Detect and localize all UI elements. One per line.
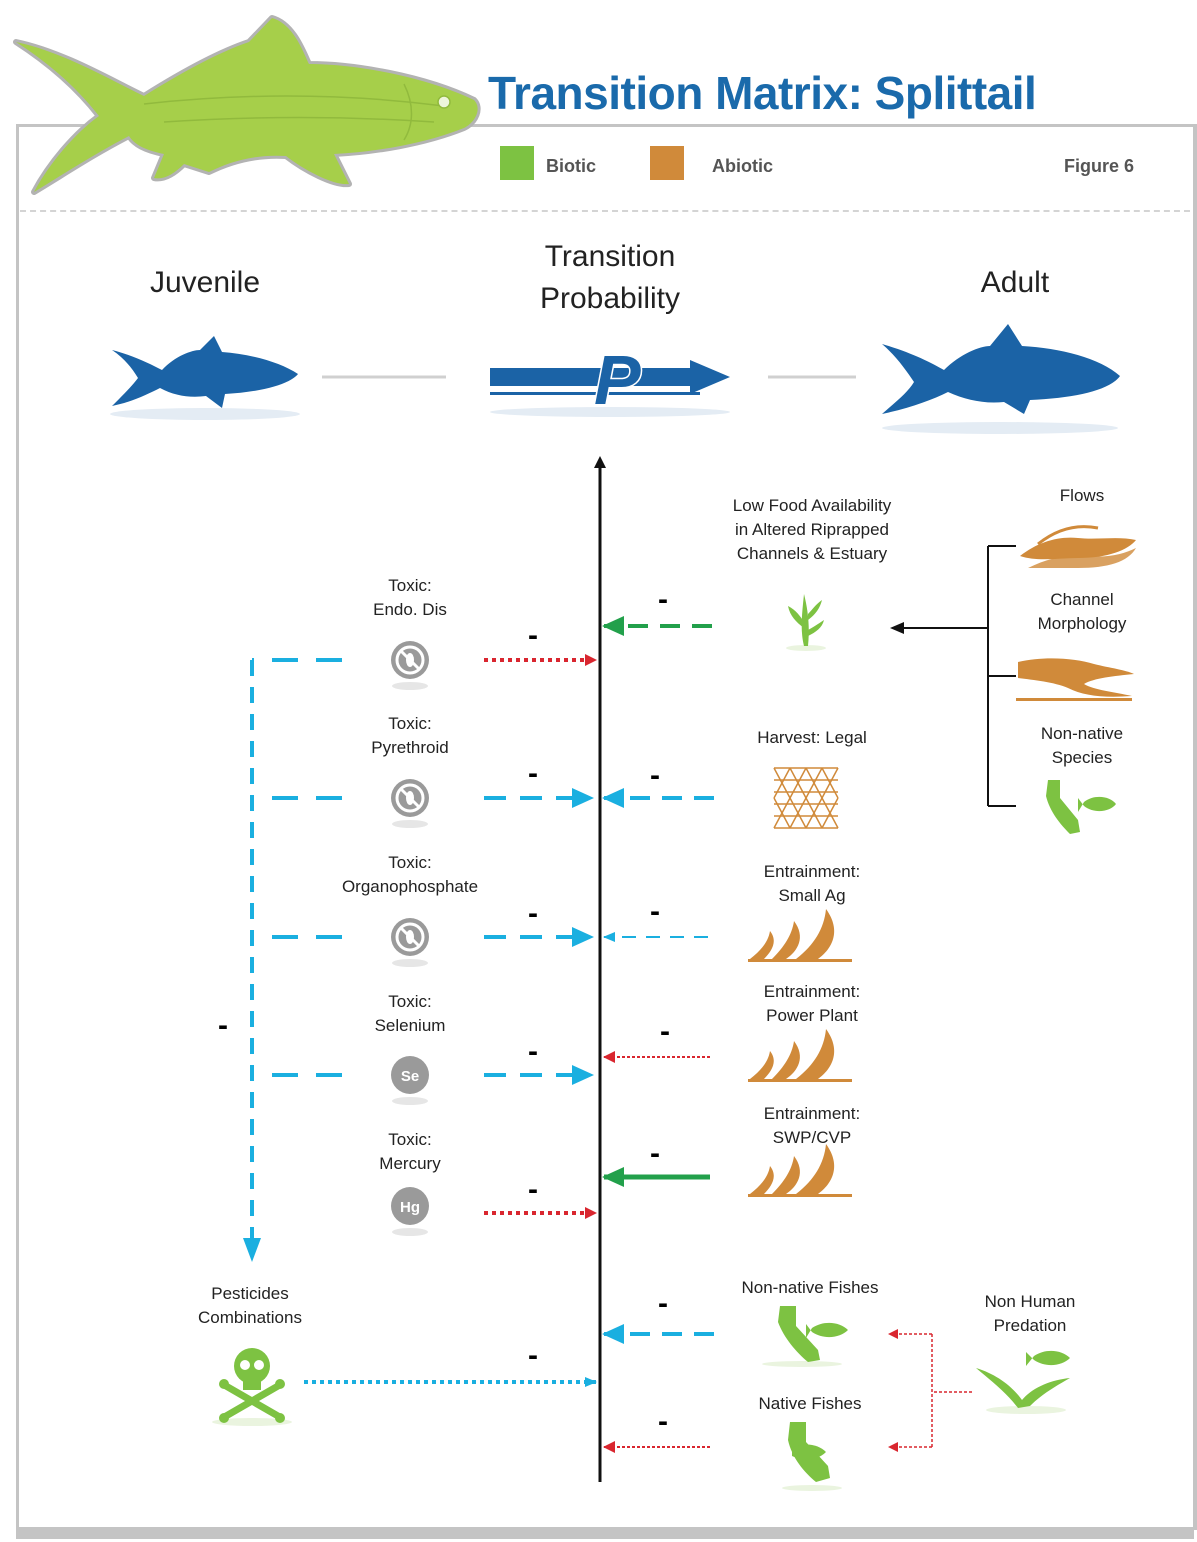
minus-sign: - — [528, 1173, 538, 1206]
minus-sign: - — [658, 1287, 668, 1320]
mercury-symbol: Hg — [400, 1199, 420, 1216]
minus-sign: - — [650, 1137, 660, 1170]
adult-fish-icon — [882, 324, 1120, 434]
pesticides-label-2: Combinations — [198, 1308, 302, 1327]
waves-icon — [748, 909, 852, 962]
legend-swatch-biotic — [500, 146, 534, 180]
nonnative-species-label-2: Species — [1051, 748, 1113, 767]
bug-prohibited-icon — [391, 779, 429, 828]
toxic-endo-label-2: Endo. Dis — [373, 600, 447, 619]
waves-icon — [748, 1029, 852, 1082]
predation-label-1: Non Human — [984, 1292, 1076, 1311]
minus-sign: - — [650, 895, 660, 928]
legend-label-biotic: Biotic — [546, 156, 597, 176]
flows-label: Flows — [1059, 486, 1105, 505]
small-ag-label-1: Entrainment: — [763, 862, 861, 881]
minus-sign: - — [660, 1015, 670, 1048]
bracket-arrowhead — [890, 622, 904, 634]
predation-arrowhead — [888, 1442, 898, 1452]
toxic-selenium-label-2: Selenium — [374, 1016, 446, 1035]
toxic-branch-lines — [252, 658, 342, 1077]
california-fish-icon — [782, 1422, 842, 1491]
channel-label-1: Channel — [1050, 590, 1114, 609]
toxic-selenium-label-1: Toxic: — [388, 992, 432, 1011]
bug-prohibited-icon — [391, 918, 429, 967]
stage-adult-label: Adult — [980, 266, 1050, 299]
far-right-bracket — [902, 545, 1016, 807]
mercury-element-icon — [391, 1187, 429, 1236]
predation-label-2: Predation — [993, 1316, 1067, 1335]
california-fish-icon — [762, 1306, 848, 1367]
transition-label-line2: Probability — [539, 282, 681, 315]
minus-sign: - — [658, 583, 668, 616]
header-divider — [20, 210, 1190, 212]
frame-bottom-bar — [16, 1527, 1194, 1539]
low-food-label-1: Low Food Availability — [732, 496, 892, 515]
toxic-pyrethroid-label-1: Toxic: — [388, 714, 432, 733]
nonnative-species-label-1: Non-native — [1040, 724, 1124, 743]
channel-morphology-icon — [1016, 658, 1134, 701]
flows-icon — [1020, 525, 1136, 568]
legend-label-abiotic: Abiotic — [712, 156, 773, 176]
minus-sign: - — [218, 1009, 228, 1042]
selenium-element-icon — [391, 1056, 429, 1105]
toxic-organophosphate-label-2: Organophosphate — [341, 877, 479, 896]
pesticides-label-1: Pesticides — [211, 1284, 289, 1303]
swp-cvp-label-1: Entrainment: — [763, 1104, 861, 1123]
power-plant-label-2: Power Plant — [766, 1006, 858, 1025]
skull-crossbones-icon — [212, 1348, 292, 1426]
low-food-label-2: in Altered Riprapped — [734, 520, 890, 539]
minus-sign: - — [528, 897, 538, 930]
minus-sign: - — [528, 619, 538, 652]
small-ag-label-2: Small Ag — [778, 886, 846, 905]
toxic-mercury-label-2: Mercury — [379, 1154, 441, 1173]
native-fishes-label: Native Fishes — [758, 1394, 862, 1413]
transition-label-line1: Transition — [544, 240, 676, 273]
transition-probability-arrow — [490, 360, 730, 417]
minus-sign: - — [528, 1035, 538, 1068]
power-plant-label-1: Entrainment: — [763, 982, 861, 1001]
bug-prohibited-icon — [391, 641, 429, 690]
toxic-organophosphate-label-1: Toxic: — [388, 853, 432, 872]
juvenile-fish-icon — [110, 336, 300, 420]
toxic-pyrethroid-label-2: Pyrethroid — [371, 738, 449, 757]
bird-fish-icon — [976, 1350, 1070, 1414]
minus-sign: - — [658, 1405, 668, 1438]
net-icon — [773, 767, 839, 829]
harvest-label: Harvest: Legal — [757, 728, 867, 747]
seaweed-icon — [786, 594, 826, 651]
figure-label: Figure 6 — [1064, 156, 1135, 176]
toxic-mercury-label-1: Toxic: — [388, 1130, 432, 1149]
low-food-label-3: Channels & Estuary — [736, 544, 888, 563]
legend-swatch-abiotic — [650, 146, 684, 180]
toxic-endo-label-1: Toxic: — [388, 576, 432, 595]
selenium-symbol: Se — [401, 1068, 419, 1085]
page-title: Transition Matrix: Splittail — [488, 67, 1037, 119]
channel-label-2: Morphology — [1037, 614, 1127, 633]
predation-bracket — [896, 1333, 972, 1448]
waves-icon — [748, 1144, 852, 1197]
minus-sign: - — [528, 1339, 538, 1372]
predation-arrowhead — [888, 1329, 898, 1339]
p-symbol: P — [594, 341, 641, 419]
stage-juvenile-label: Juvenile — [149, 266, 261, 299]
non-native-fishes-label: Non-native Fishes — [741, 1278, 879, 1297]
california-fish-icon — [1046, 780, 1116, 834]
minus-sign: - — [528, 757, 538, 790]
pesticide-trunk-arrowhead — [243, 1238, 261, 1262]
minus-sign: - — [650, 759, 660, 792]
swp-cvp-label-2: SWP/CVP — [772, 1128, 852, 1147]
splittail-logo-icon — [13, 15, 481, 195]
